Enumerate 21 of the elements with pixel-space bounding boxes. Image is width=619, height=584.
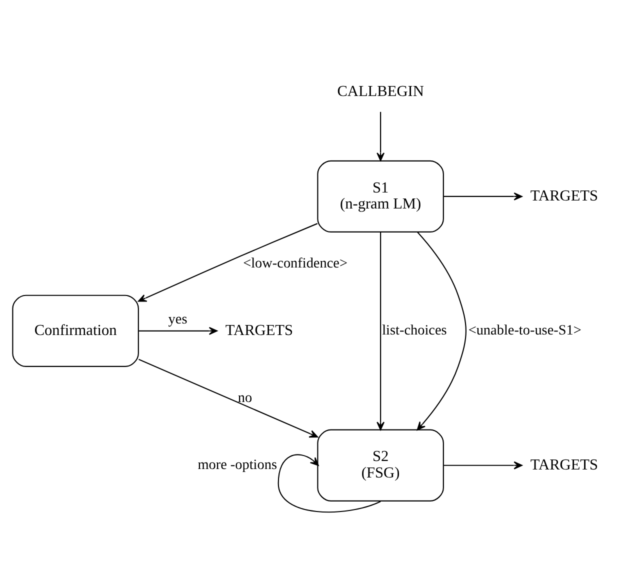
- arrow: [416, 231, 466, 430]
- edge-label: <unable-to-use-S1>: [468, 322, 582, 338]
- node-text: TARGETS: [225, 321, 294, 338]
- node-box: S1 (n-gram LM): [317, 160, 444, 232]
- edge-label: list-choices: [382, 322, 447, 338]
- arrow: [376, 232, 385, 430]
- arrow: [444, 192, 522, 200]
- arrow: [138, 358, 318, 438]
- edge-label: <low-confidence>: [243, 254, 348, 271]
- arrow: [376, 111, 385, 161]
- node-box: Confirmation: [12, 294, 139, 366]
- edge-label: yes: [168, 311, 188, 328]
- node-text: TARGETS: [530, 456, 598, 473]
- arrow: [138, 222, 318, 302]
- arrow: [138, 326, 218, 334]
- arrow: [444, 460, 522, 469]
- edge-label: no: [238, 389, 252, 406]
- node-text: CALLBEGIN: [337, 82, 424, 100]
- edge-label: more -options: [198, 456, 277, 473]
- node-box: S2 (FSG): [317, 428, 444, 501]
- node-text: TARGETS: [530, 186, 598, 204]
